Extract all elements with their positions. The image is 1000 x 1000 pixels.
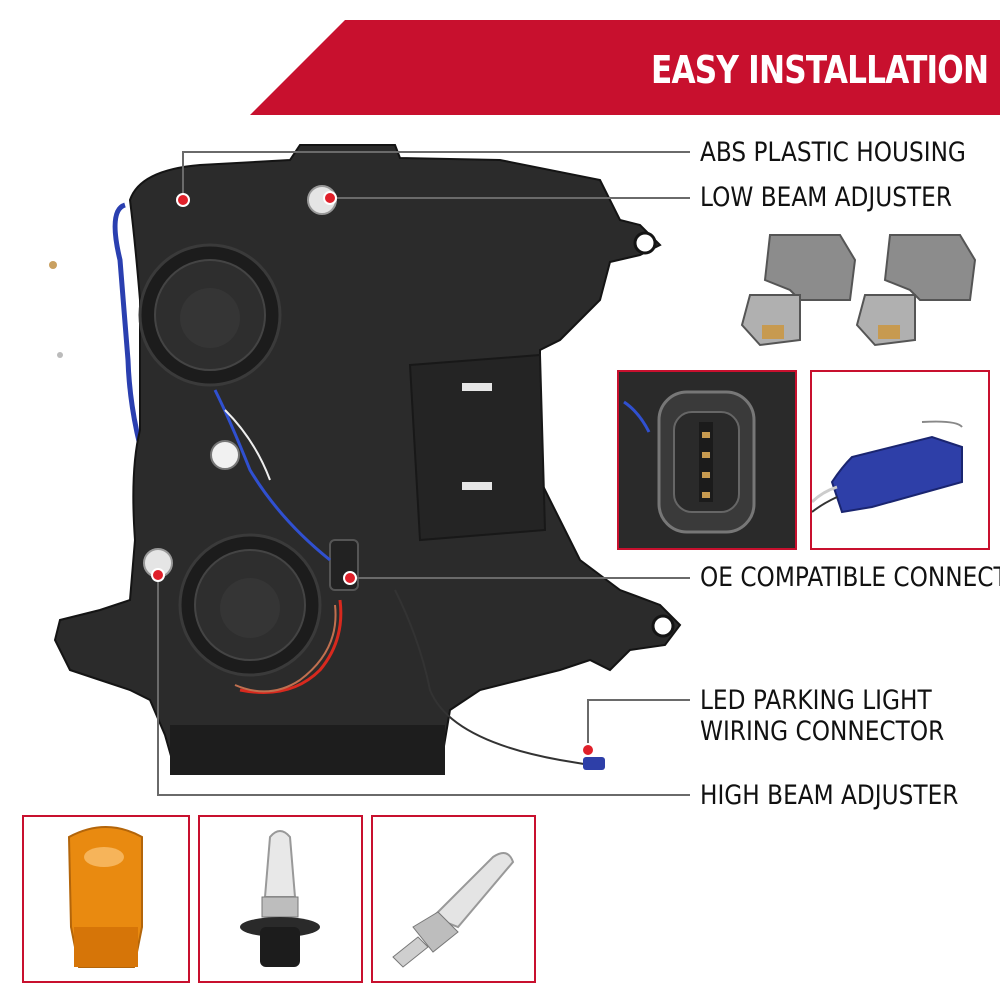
h1-bulb-icon <box>392 852 515 968</box>
header-banner: EASY INSTALLATION <box>0 0 1000 120</box>
amber-bulb-panel <box>22 815 190 983</box>
label-led-parking-line1: LED PARKING LIGHT <box>700 685 932 716</box>
label-abs-plastic-housing: ABS PLASTIC HOUSING <box>700 137 966 168</box>
blue-connector-panel <box>810 370 990 550</box>
label-oe-compatible-connector: OE COMPATIBLE CONNECTOR <box>700 562 1000 593</box>
label-led-parking-line2: WIRING CONNECTOR <box>700 716 945 747</box>
amber-7443-bulb-icon <box>67 826 143 968</box>
h11-bulb-icon <box>240 830 320 967</box>
banner-title: EASY INSTALLATION <box>650 48 989 92</box>
h11-bulb-panel <box>198 815 363 983</box>
banner-shape <box>250 20 1000 115</box>
label-high-beam-adjuster: HIGH BEAM ADJUSTER <box>700 780 959 811</box>
connector-closeup-panel <box>617 370 797 550</box>
connector-closeup-icon <box>623 390 756 534</box>
label-low-beam-adjuster: LOW BEAM ADJUSTER <box>700 182 952 213</box>
blue-wire-connector-icon <box>812 420 963 514</box>
h1-bulb-panel <box>371 815 536 983</box>
